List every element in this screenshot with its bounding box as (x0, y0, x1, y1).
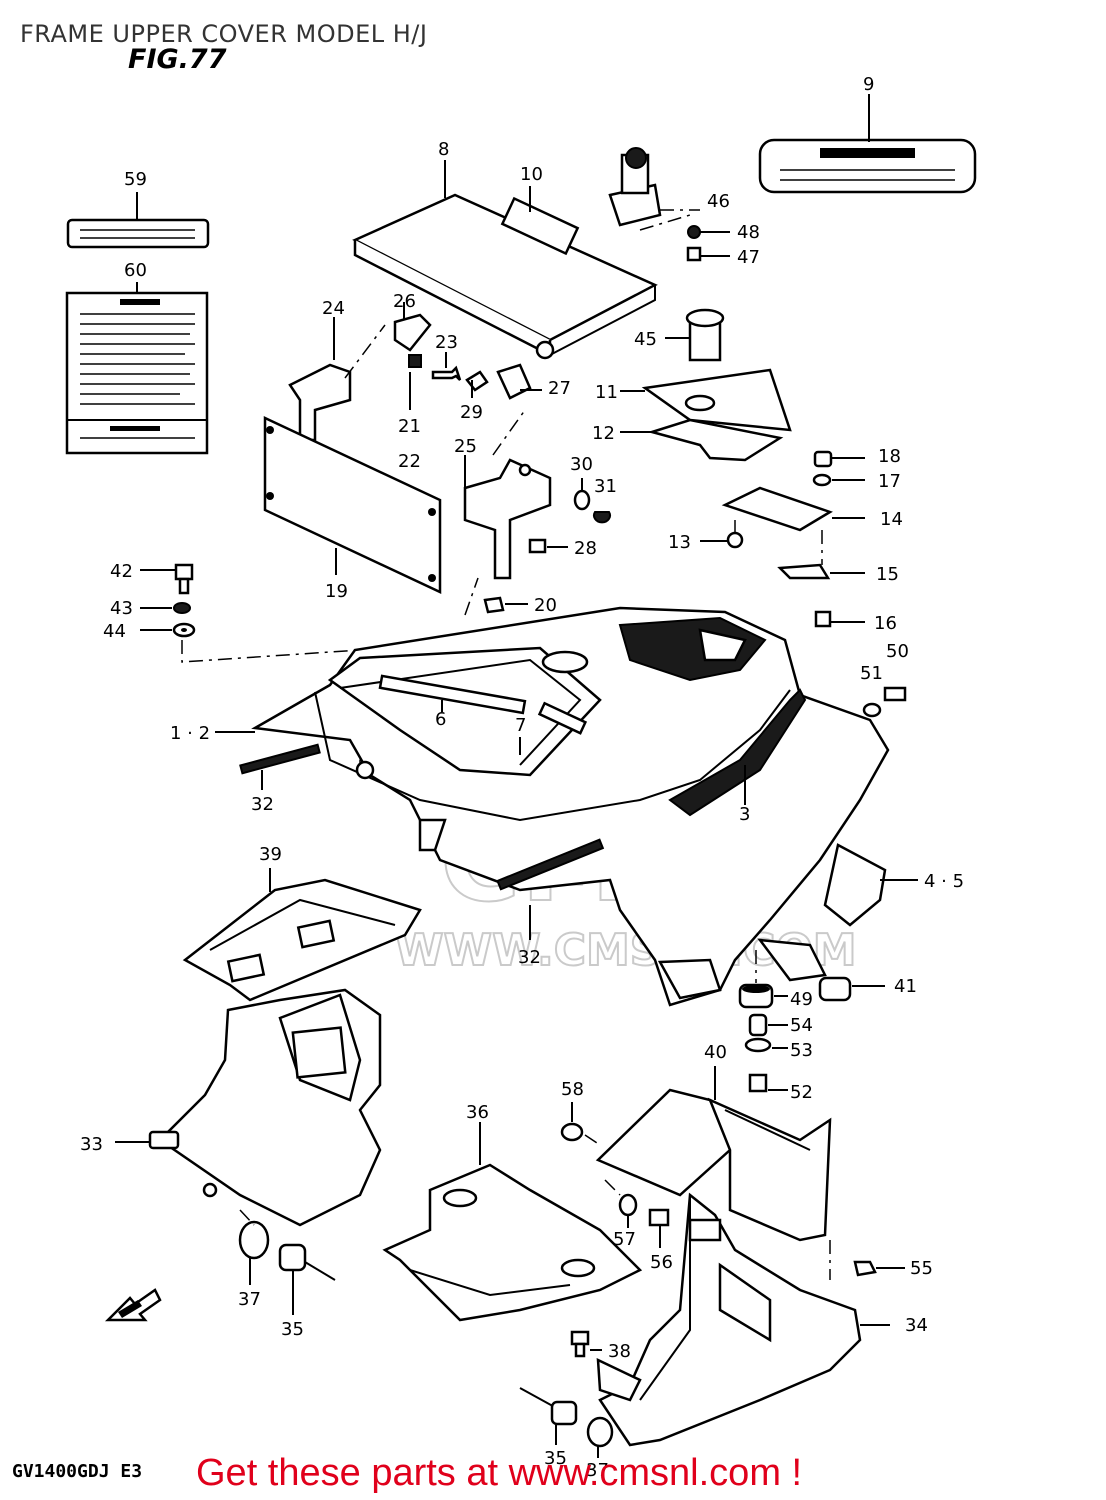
callout-55: 55 (910, 1258, 933, 1279)
callout-45: 45 (634, 329, 657, 350)
callout-15: 15 (876, 564, 899, 585)
callout-44: 44 (103, 621, 126, 642)
callout-58: 58 (561, 1079, 584, 1100)
part-35-37-left-hardware (238, 1209, 336, 1315)
callout-32-right: 32 (518, 947, 541, 968)
callout-51: 51 (860, 663, 883, 684)
callout-43: 43 (110, 598, 133, 619)
page-title: FRAME UPPER COVER MODEL H/J (20, 20, 428, 48)
callout-28: 28 (574, 538, 597, 559)
callout-16: 16 (874, 613, 897, 634)
part-26-21-23-hardware (393, 302, 542, 410)
callout-54: 54 (790, 1015, 813, 1036)
part-40-rear-panel (595, 1066, 832, 1280)
part-38-bolt (570, 1330, 602, 1358)
part-35-37-bottom-hardware (519, 1387, 614, 1458)
callout-42: 42 (110, 561, 133, 582)
callout-60: 60 (124, 260, 147, 281)
callout-14: 14 (880, 509, 903, 530)
callout-40: 40 (704, 1042, 727, 1063)
part-49-54-mounts (738, 686, 907, 1093)
callout-57: 57 (613, 1229, 636, 1250)
callout-27: 27 (548, 378, 571, 399)
part-33-left-cover (115, 988, 382, 1227)
model-code: GV1400GDJ E3 (12, 1461, 143, 1482)
part-25-bracket (463, 409, 552, 616)
callout-34: 34 (905, 1315, 928, 1336)
callout-24: 24 (322, 298, 345, 319)
callout-53: 53 (790, 1040, 813, 1061)
callout-10: 10 (520, 164, 543, 185)
callout-25: 25 (454, 436, 477, 457)
callout-38: 38 (608, 1341, 631, 1362)
callout-20: 20 (534, 595, 557, 616)
part-28-30-31-20-hardware (483, 478, 611, 614)
callout-50: 50 (886, 641, 909, 662)
promo-link[interactable]: Get these parts at www.cmsnl.com ! (196, 1452, 803, 1494)
callout-8: 8 (438, 139, 449, 160)
callout-49: 49 (790, 989, 813, 1010)
callout-39: 39 (259, 844, 282, 865)
callout-36: 36 (466, 1102, 489, 1123)
part-55-58-hardware (560, 1102, 905, 1277)
callout-1-2: 1 · 2 (170, 723, 210, 744)
callout-6: 6 (435, 709, 446, 730)
callout-13: 13 (668, 532, 691, 553)
callout-37-bottom: 37 (586, 1460, 609, 1481)
part-9-label-plate (758, 94, 977, 194)
callout-29: 29 (460, 402, 483, 423)
callout-35-left: 35 (281, 1319, 304, 1340)
callout-30: 30 (570, 454, 593, 475)
part-11-12-plates (620, 368, 792, 462)
callout-9: 9 (863, 74, 874, 95)
callout-41: 41 (894, 976, 917, 997)
callout-47: 47 (737, 247, 760, 268)
callout-labels: 1 · 2 3 4 · 5 6 7 8 9 10 11 12 13 14 15 … (80, 74, 964, 1481)
callout-4-5: 4 · 5 (924, 871, 964, 892)
callout-59: 59 (124, 169, 147, 190)
callout-31: 31 (594, 476, 617, 497)
callout-7: 7 (515, 715, 526, 736)
figure-number: FIG.77 (128, 44, 227, 75)
part-39-tray (182, 868, 422, 1002)
part-47-48-screw (686, 225, 730, 262)
part-34-lower-cover (596, 1192, 890, 1447)
callout-37-left: 37 (238, 1289, 261, 1310)
part-13-18-hinge (700, 450, 865, 628)
callout-33: 33 (80, 1134, 103, 1155)
callout-17: 17 (878, 471, 901, 492)
front-direction-arrow-icon (104, 1288, 162, 1322)
callout-12: 12 (592, 423, 615, 444)
callout-21: 21 (398, 416, 421, 437)
callout-11: 11 (595, 382, 618, 403)
part-24-bracket (288, 317, 386, 442)
part-46-lock (608, 147, 700, 231)
callout-22: 22 (398, 451, 421, 472)
callout-35-bottom: 35 (544, 1448, 567, 1469)
callout-32-left: 32 (251, 794, 274, 815)
part-19-panel (263, 416, 442, 594)
callout-26: 26 (393, 291, 416, 312)
part-60-label (65, 282, 209, 455)
callout-3: 3 (739, 804, 750, 825)
callout-46: 46 (707, 191, 730, 212)
part-8-lid (352, 160, 658, 360)
callout-23: 23 (435, 332, 458, 353)
part-42-44-bolt-washers (140, 563, 361, 770)
part-1-2-main-frame-cover (215, 606, 918, 1007)
part-36-under-tray (382, 1122, 643, 1322)
part-45-latch (665, 308, 725, 362)
callout-52: 52 (790, 1082, 813, 1103)
part-59-label (66, 192, 210, 249)
callout-56: 56 (650, 1252, 673, 1273)
callout-19: 19 (325, 581, 348, 602)
callout-48: 48 (737, 222, 760, 243)
callout-18: 18 (878, 446, 901, 467)
